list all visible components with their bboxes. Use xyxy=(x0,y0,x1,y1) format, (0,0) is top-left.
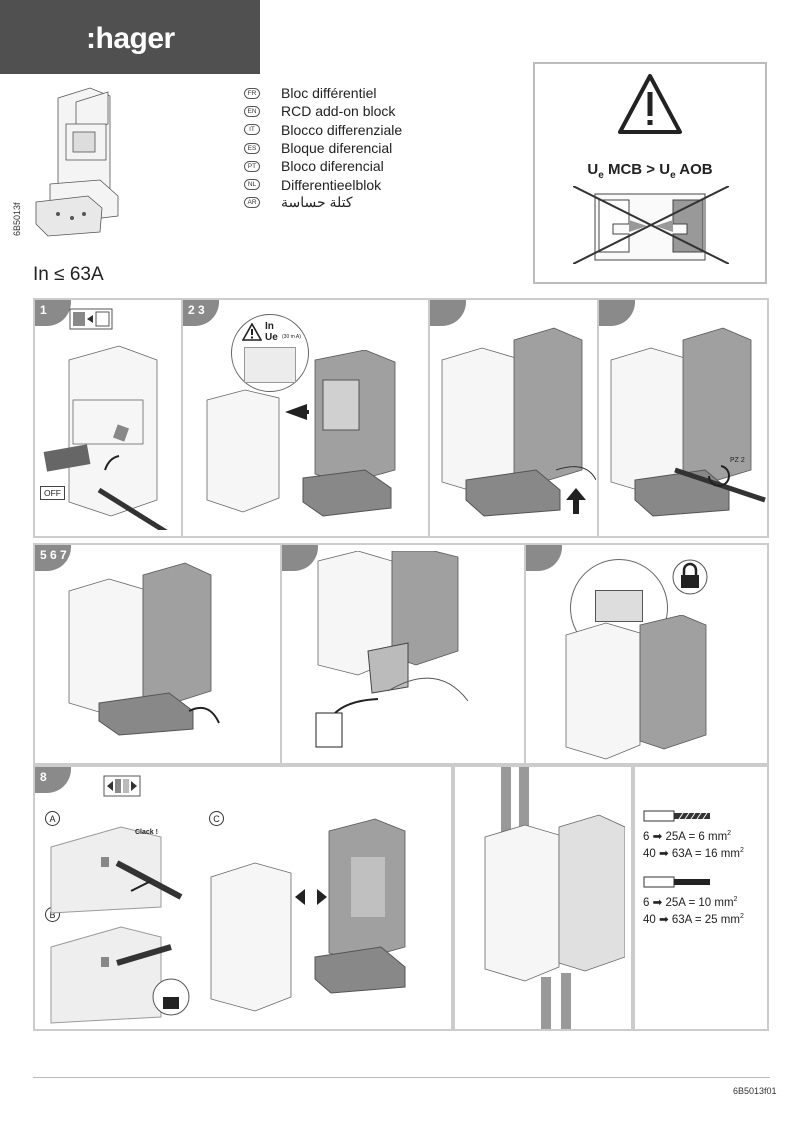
step-8-panel: 8 A B C Clack ! xyxy=(33,765,453,1031)
footer-document-code: 6B5013f01 xyxy=(733,1086,777,1096)
wire-row: 40 ➡ 63A = 25 mm2 xyxy=(643,912,744,926)
rigid-cable-icon xyxy=(643,810,710,822)
wire-row: 40 ➡ 63A = 16 mm2 xyxy=(643,846,744,860)
rating-callout: In Ue (30 m A) xyxy=(231,314,309,392)
arrow-right-icon: ➡ xyxy=(652,896,663,909)
step-2-3-panel: 2 3 In Ue (30 m A) xyxy=(181,298,430,538)
lang-name: Bloco diferencial xyxy=(281,158,384,175)
rated-current: In ≤ 63A xyxy=(33,264,104,285)
padlock-icon xyxy=(672,559,708,595)
step-1-panel: 1 OFF xyxy=(33,298,183,538)
voltage-rule: Ue MCB > Ue AOB xyxy=(587,161,713,181)
product-illustration xyxy=(35,87,119,237)
step-number xyxy=(526,545,562,571)
flexible-wire-table: 6 ➡ 25A = 10 mm2 40 ➡ 63A = 25 mm2 xyxy=(643,893,767,927)
lang-code-badge: ES xyxy=(244,142,260,154)
arrow-right-icon: ➡ xyxy=(659,913,669,926)
separate-blocks-illustration xyxy=(210,818,406,1012)
lang-name: كتلة حساسة xyxy=(281,194,353,211)
lock-tabs-illustration xyxy=(68,562,220,736)
warning-triangle-icon xyxy=(618,74,682,134)
compatibility-warning-box: Ue MCB > Ue AOB xyxy=(533,62,767,284)
wire-sizes-panel: 6 ➡ 25A = 6 mm2 40 ➡ 63A = 16 mm2 6 ➡ 25… xyxy=(633,765,769,1031)
mcb-off-illustration xyxy=(43,345,168,530)
screwing-illustration xyxy=(610,327,766,517)
language-item: AR كتلة حساسة xyxy=(244,194,402,212)
language-item: PT Bloco diferencial xyxy=(244,157,402,175)
lang-name: Blocco differenziale xyxy=(281,121,403,138)
unclip-b-illustration xyxy=(50,926,190,1024)
brand-logo: :hager xyxy=(86,22,175,55)
step-5-6-7-panel: 5 6 7 xyxy=(33,543,282,765)
arrow-right-icon: ➡ xyxy=(652,830,663,843)
off-state-label: OFF xyxy=(40,486,65,500)
callout-in-label: In xyxy=(265,321,274,332)
warning-triangle-icon xyxy=(242,323,262,341)
language-item: NL Differentieelblok xyxy=(244,175,402,193)
flexible-cable-icon xyxy=(643,876,710,888)
language-list: FR Bloc différentiel EN RCD add-on block I… xyxy=(244,84,402,212)
step-seal-panel xyxy=(524,543,769,765)
seal-window xyxy=(595,590,643,622)
lang-code-badge: FR xyxy=(244,87,260,99)
step-number: 1 xyxy=(35,300,71,326)
clack-sound-label: Clack ! xyxy=(135,829,158,836)
arrow-right-icon: ➡ xyxy=(659,847,669,860)
wire-row: 6 ➡ 25A = 6 mm2 xyxy=(643,830,732,843)
rigid-wire-table: 6 ➡ 25A = 6 mm2 40 ➡ 63A = 16 mm2 xyxy=(643,827,767,861)
callout-ma-label: (30 m A) xyxy=(282,334,301,340)
lang-name: RCD add-on block xyxy=(281,103,396,120)
lang-code-badge: AR xyxy=(244,197,260,209)
assembly-push-illustration xyxy=(441,327,596,517)
substep-a-label: A xyxy=(45,811,60,826)
wiring-panel xyxy=(453,765,633,1031)
step-number: 2 3 xyxy=(183,300,219,326)
callout-ue-label: Ue xyxy=(265,332,278,343)
unclip-a-illustration xyxy=(50,826,183,914)
step-number: 8 xyxy=(35,767,71,793)
step-label-panel xyxy=(280,543,526,765)
separate-icon xyxy=(103,775,141,797)
lang-code-badge: NL xyxy=(244,179,260,191)
mounting-illustration xyxy=(206,350,396,517)
language-item: ES Bloque diferencial xyxy=(244,139,402,157)
language-item: EN RCD add-on block xyxy=(244,102,402,120)
forbidden-combination-diagram xyxy=(573,186,729,264)
footer-divider xyxy=(33,1077,770,1078)
language-item: IT Blocco differenziale xyxy=(244,121,402,139)
language-item: FR Bloc différentiel xyxy=(244,84,402,102)
lang-name: Differentieelblok xyxy=(281,176,382,193)
lang-code-badge: IT xyxy=(244,124,260,136)
remove-icon xyxy=(69,308,113,330)
lang-code-badge: EN xyxy=(244,105,260,117)
lang-name: Bloc différentiel xyxy=(281,85,377,102)
lang-code-badge: PT xyxy=(244,160,260,172)
substep-c-label: C xyxy=(209,811,224,826)
wire-row: 6 ➡ 25A = 10 mm2 xyxy=(643,896,738,909)
rating-plate xyxy=(244,347,296,383)
step-5-panel: PZ 2 xyxy=(597,298,769,538)
step-4-panel xyxy=(428,298,599,538)
lang-name: Bloque diferencial xyxy=(281,140,393,157)
side-document-code: 6B5013f xyxy=(12,202,22,236)
sealed-assembly-illustration xyxy=(565,615,707,760)
peel-label-illustration xyxy=(315,551,469,748)
cable-connection-illustration xyxy=(484,767,625,1029)
screwdriver-size-label: PZ 2 xyxy=(730,457,745,464)
brand-bar xyxy=(0,0,260,74)
